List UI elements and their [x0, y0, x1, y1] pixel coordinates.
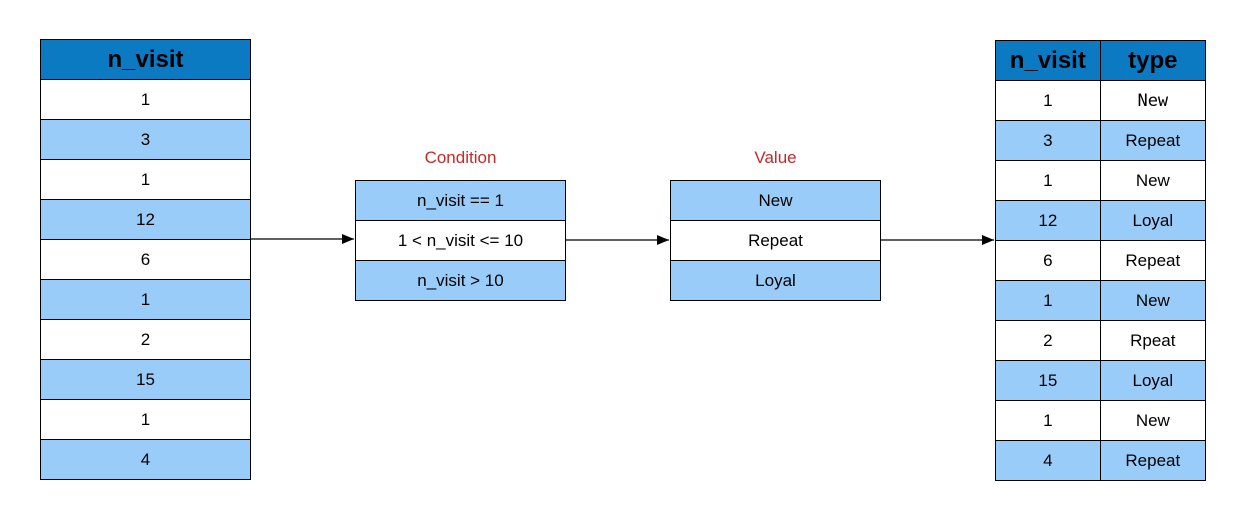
output-type-cell: Repeat — [1099, 240, 1207, 281]
value-table: New Repeat Loyal — [670, 180, 881, 301]
input-cell: 6 — [40, 239, 251, 280]
output-type-cell: Rpeat — [1099, 320, 1207, 361]
output-n-visit-cell: 6 — [995, 240, 1101, 281]
condition-title: Condition — [424, 148, 497, 167]
input-cell: 1 — [40, 159, 251, 200]
output-type-cell: Loyal — [1099, 200, 1207, 241]
condition-cell: n_visit > 10 — [355, 260, 566, 301]
input-header-n-visit: n_visit — [40, 39, 251, 80]
output-type-cell: New — [1099, 80, 1207, 121]
input-table: n_visit 1 3 1 12 6 1 2 15 1 4 — [40, 39, 251, 480]
output-type-cell: Loyal — [1099, 360, 1207, 401]
input-cell: 2 — [40, 319, 251, 360]
input-cell: 12 — [40, 199, 251, 240]
output-n-visit-cell: 4 — [995, 440, 1101, 481]
output-n-visit-cell: 15 — [995, 360, 1101, 401]
input-cell: 4 — [40, 439, 251, 480]
value-cell: Repeat — [670, 220, 881, 261]
value-cell: New — [670, 180, 881, 221]
output-type-cell: Repeat — [1099, 440, 1207, 481]
input-cell: 1 — [40, 399, 251, 440]
output-n-visit-cell: 1 — [995, 80, 1101, 121]
output-header-n-visit: n_visit — [995, 40, 1101, 81]
output-header-type: type — [1099, 40, 1207, 81]
input-cell: 1 — [40, 79, 251, 120]
output-n-visit-cell: 12 — [995, 200, 1101, 241]
output-type-cell: New — [1099, 400, 1207, 441]
condition-table: n_visit == 1 1 < n_visit <= 10 n_visit >… — [355, 180, 566, 301]
input-cell: 1 — [40, 279, 251, 320]
output-n-visit-cell: 3 — [995, 120, 1101, 161]
output-type-cell: New — [1099, 280, 1207, 321]
input-cell: 15 — [40, 359, 251, 400]
value-title: Value — [754, 148, 797, 167]
value-cell: Loyal — [670, 260, 881, 301]
output-type-cell: New — [1099, 160, 1207, 201]
condition-cell: n_visit == 1 — [355, 180, 566, 221]
condition-cell: 1 < n_visit <= 10 — [355, 220, 566, 261]
output-n-visit-cell: 1 — [995, 400, 1101, 441]
